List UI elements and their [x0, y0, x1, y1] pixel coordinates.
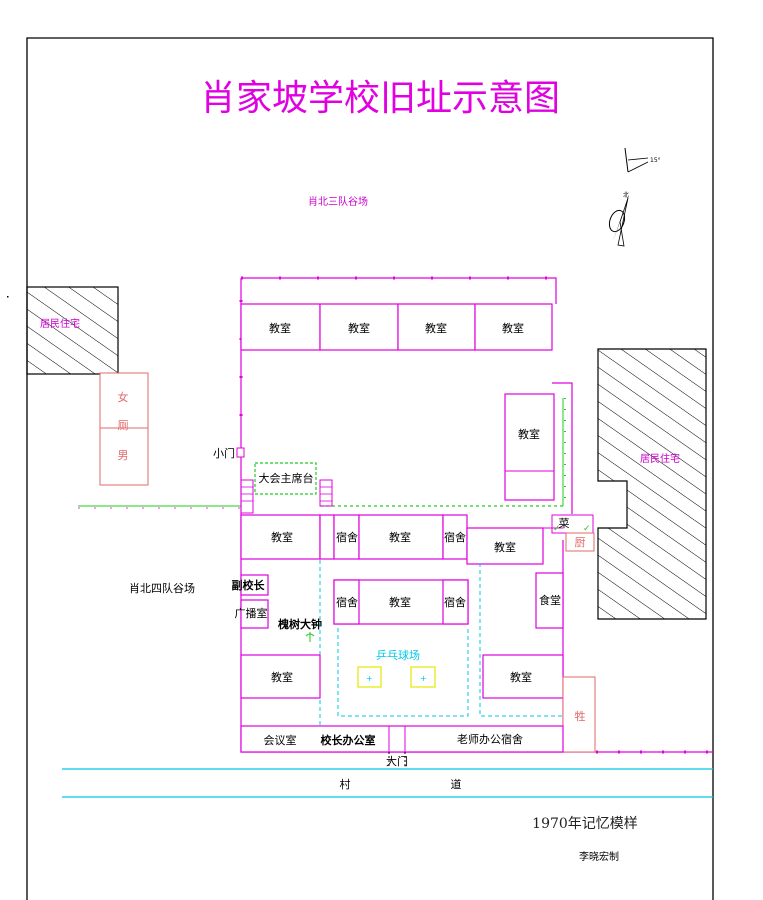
compass-angle: 15° — [650, 157, 661, 164]
classroom-label: 教室 — [502, 321, 524, 335]
bottom-classrooms: 教室 教室 — [240, 654, 564, 699]
road-label-right: 道 — [451, 777, 462, 791]
west-hedge — [78, 505, 241, 509]
assembly-stage: 大会主席台 — [240, 462, 333, 514]
classroom-label: 教室 — [518, 427, 540, 441]
vice-principal-room — [240, 574, 269, 596]
dorm-label: 宿舍 — [444, 595, 466, 609]
middle-row: 教室 宿舍 教室 宿舍 教室 — [240, 514, 563, 565]
dorm-label: 宿舍 — [444, 530, 466, 544]
vegetable-kitchen: 菜 ✓ ✓ 厨 — [551, 514, 595, 552]
broadcast-label: 广播室 — [235, 606, 268, 620]
inner-block: 宿舍 教室 宿舍 — [333, 579, 469, 625]
classroom-label: 教室 — [269, 321, 291, 335]
kitchen-label: 厨 — [575, 536, 586, 549]
canteen: 食堂 — [535, 572, 564, 629]
west-house-label: 居民住宅 — [40, 317, 80, 330]
dorm-label: 宿舍 — [336, 595, 358, 609]
bell-label: 槐树大钟 — [277, 617, 322, 631]
classroom-bottom-right — [482, 654, 564, 699]
classroom-label: 教室 — [389, 595, 411, 609]
pingpong-table-1 — [357, 666, 382, 688]
toilet: 女 厕 男 — [99, 372, 149, 486]
pig-sty: 牲 — [562, 676, 596, 753]
classroom-bottom-left — [240, 654, 321, 699]
sheet-frame — [26, 37, 714, 900]
classroom-label: 教室 — [348, 321, 370, 335]
teacher-dorm-label: 老师办公宿舍 — [457, 732, 523, 746]
east-house: 居民住宅 — [597, 348, 707, 620]
stage-label: 大会主席台 — [259, 471, 314, 485]
dorm-room — [442, 579, 469, 625]
stray-dot — [7, 296, 9, 298]
classroom-label: 教室 — [510, 670, 532, 684]
pig-label: 牲 — [575, 709, 586, 723]
classroom-label: 教室 — [425, 321, 447, 335]
tree-icon — [305, 632, 315, 642]
pingpong-table-2 — [410, 666, 436, 688]
east-house-label: 居民住宅 — [640, 452, 680, 465]
bottom-building: 会议室 校长办公室 老师办公宿舍 大门 — [240, 725, 564, 768]
dorm-room — [333, 579, 360, 625]
road-label-left: 村 — [340, 777, 351, 791]
meeting-room-label: 会议室 — [264, 733, 297, 747]
west-field-label: 肖北四队谷场 — [129, 581, 195, 595]
classroom-label: 教室 — [271, 530, 293, 544]
classroom-top-1 — [240, 303, 321, 351]
main-gate-label: 大门 — [386, 754, 408, 768]
classroom-top-4 — [474, 303, 553, 351]
toilet-male-label: 男 — [118, 449, 129, 462]
svg-text:+: + — [366, 674, 373, 683]
principal-office-label: 校长办公室 — [321, 733, 376, 747]
sprout-icon: ✓ — [553, 524, 561, 534]
classroom-label: 教室 — [389, 530, 411, 544]
canteen-label: 食堂 — [539, 593, 561, 607]
compass: 15° 北 — [608, 147, 661, 247]
toilet-female-label: 女 — [118, 390, 129, 404]
east-hedge — [320, 398, 566, 507]
compass-north-label: 北 — [623, 191, 629, 199]
classroom-mid-left — [240, 514, 321, 560]
pingpong-court: 乒乓球场 + + — [357, 648, 436, 688]
west-offices: 副校长 广播室 — [232, 574, 269, 629]
west-house: 居民住宅 — [26, 286, 119, 375]
pingpong-label: 乒乓球场 — [376, 648, 420, 662]
east-classroom: 教室 — [504, 393, 555, 501]
vegetable-label: 菜 — [559, 517, 570, 530]
classroom-top-3 — [397, 303, 476, 351]
broadcast-room — [240, 599, 269, 629]
dorm-room — [333, 514, 360, 560]
bell-tree: 槐树大钟 — [277, 617, 322, 642]
toilet-mid-label: 厕 — [118, 419, 129, 432]
map-title: 肖家坡学校旧址示意图 — [200, 78, 560, 119]
small-gate: 小门 — [213, 446, 245, 460]
vice-principal-label: 副校长 — [232, 578, 266, 592]
credit-line-1: 1970年记忆模样 — [532, 816, 638, 832]
classroom-mid-center — [358, 514, 444, 560]
top-classroom-row: 教室 教室 教室 教室 — [240, 303, 553, 351]
dorm-label: 宿舍 — [336, 530, 358, 544]
north-field-label: 肖北三队谷场 — [308, 195, 368, 208]
classroom-mid-right — [466, 527, 544, 565]
classroom-label: 教室 — [271, 670, 293, 684]
svg-text:+: + — [420, 674, 427, 683]
small-gate-label: 小门 — [213, 446, 235, 460]
credit-line-2: 李晓宏制 — [579, 850, 619, 863]
village-road: 村 道 — [62, 768, 713, 798]
classroom-label: 教室 — [494, 540, 516, 554]
sprout-icon: ✓ — [583, 524, 591, 534]
